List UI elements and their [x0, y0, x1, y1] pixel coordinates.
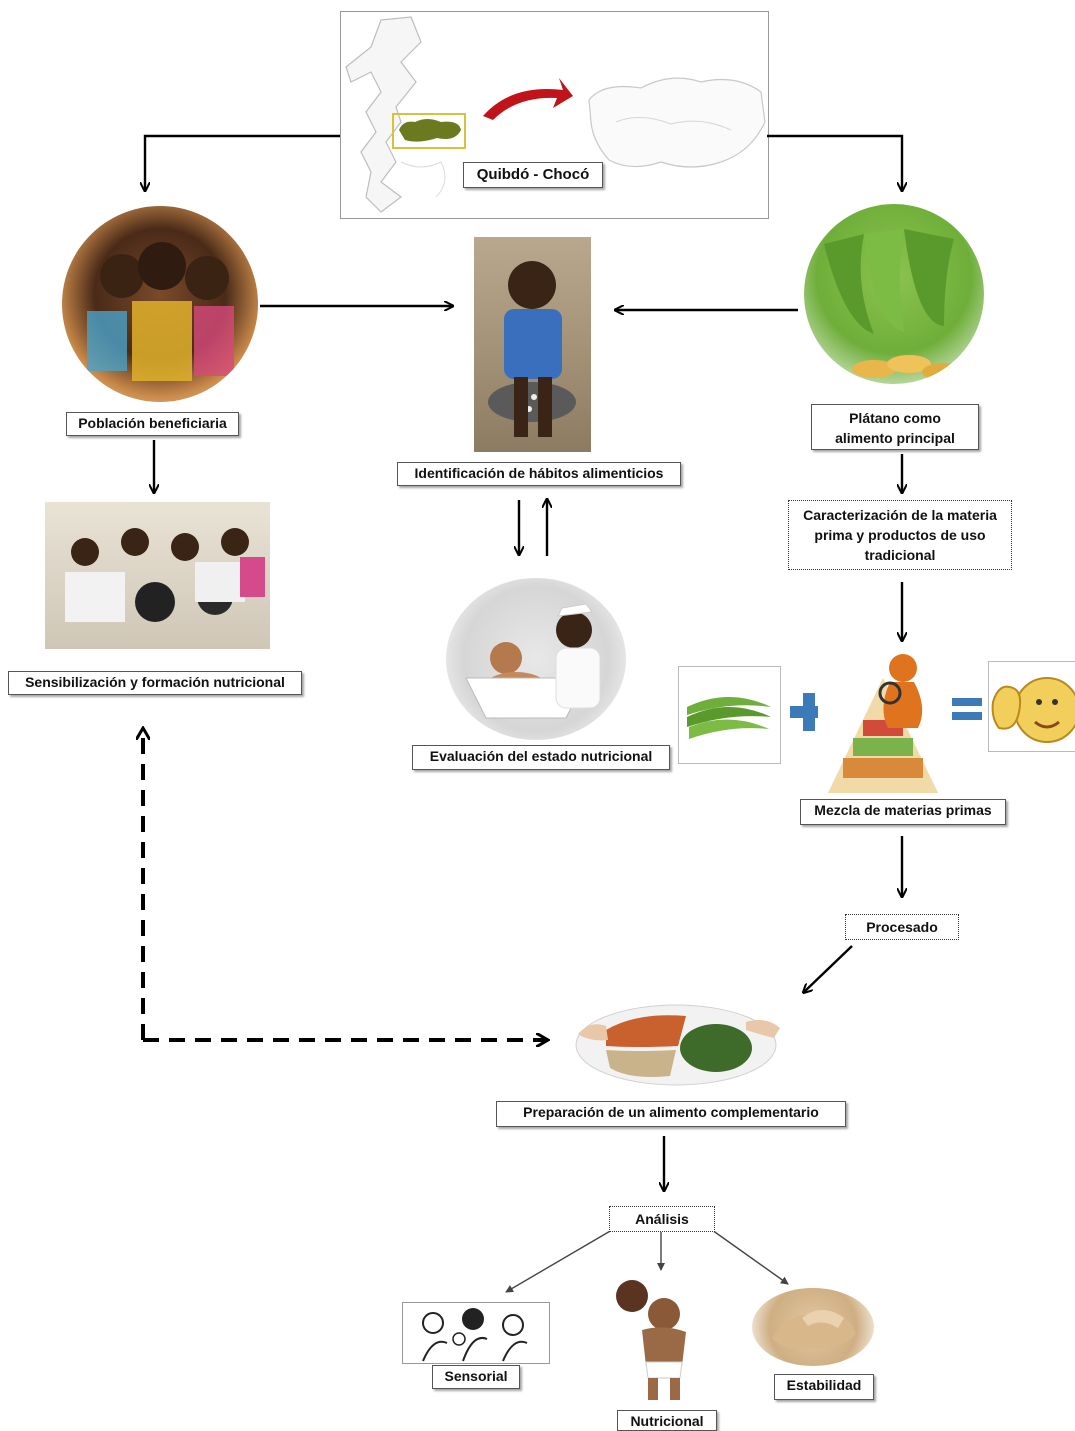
sensibilizacion-label: Sensibilización y formación nutricional [8, 671, 302, 695]
caracterizacion-label: Caracterización de la materia prima y pr… [788, 500, 1012, 570]
platano-label: Plátano como alimento principal [811, 404, 979, 450]
identificacion-label: Identificación de hábitos alimenticios [397, 462, 681, 486]
analisis-label: Análisis [609, 1206, 715, 1232]
plantain-photo [804, 204, 984, 384]
map-label: Quibdó - Chocó [463, 162, 603, 188]
highlight-region [399, 119, 461, 142]
plantain-small-photo [678, 666, 781, 764]
children-photo [62, 206, 258, 402]
classroom-photo [45, 502, 270, 649]
sensorial-label: Sensorial [432, 1365, 520, 1389]
poblacion-label: Población beneficiaria [66, 412, 239, 436]
baby-photo [602, 1274, 712, 1404]
food-tray-photo [566, 990, 786, 1090]
mezcla-label: Mezcla de materias primas [800, 799, 1006, 825]
nurse-baby-photo [446, 578, 626, 740]
child-eating-photo [474, 237, 591, 452]
choco-map-image [340, 11, 769, 219]
preparacion-label: Preparación de un alimento complementari… [496, 1101, 846, 1127]
ok-face-image [988, 661, 1075, 752]
nutricional-label: Nutricional [617, 1410, 717, 1431]
estabilidad-label: Estabilidad [774, 1374, 874, 1400]
food-pyramid-image [818, 648, 948, 798]
procesado-label: Procesado [845, 914, 959, 940]
stability-food-photo [752, 1288, 874, 1366]
evaluacion-label: Evaluación del estado nutricional [412, 745, 670, 770]
sensorial-image [402, 1302, 550, 1364]
equals-icon [950, 694, 984, 724]
